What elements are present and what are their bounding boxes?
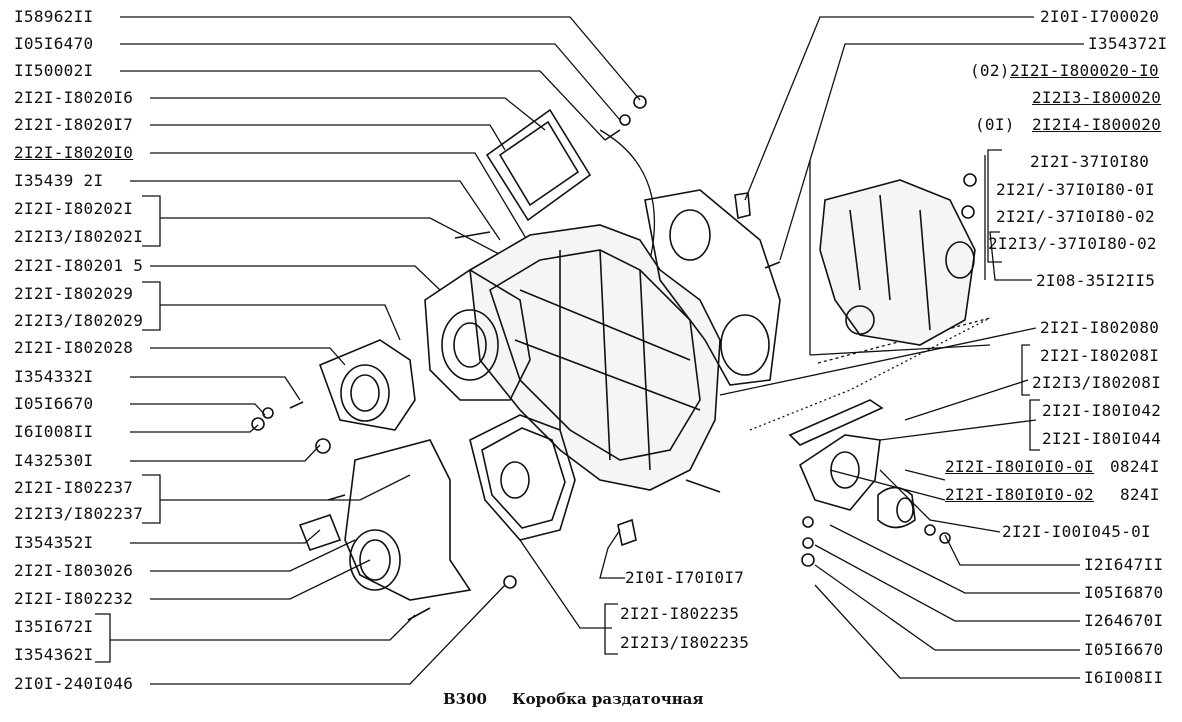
part-label: 2I2I3∕-37I0I80-02 (988, 234, 1157, 253)
part-label: I35439 2I (14, 171, 104, 190)
part-label: I05I6470 (14, 34, 94, 53)
part-label: I2I647II (1084, 555, 1164, 574)
part-label: 2I0I-I70I0I7 (625, 568, 745, 587)
part-label: 2I2I3-I800020 (1032, 88, 1162, 107)
figure-title: Коробка раздаточная (512, 690, 704, 708)
part-label: 2I2I∕-37I0I80-0I (996, 180, 1155, 199)
part-label: 2I2I3∕I802235 (620, 633, 750, 652)
part-label: 2I2I3∕I802237 (14, 504, 144, 523)
part-label: 2I0I-I700020 (1040, 7, 1160, 26)
part-label: 2I2I4-I800020 (1032, 115, 1162, 134)
part-label: 2I2I-I802029 (14, 284, 134, 303)
part-label: 2I2I3∕I802029 (14, 311, 144, 330)
part-label: 2I2I-I80I042 (1042, 401, 1162, 420)
part-label: I58962II (14, 7, 94, 26)
figure-code: B300 (443, 690, 487, 708)
part-label: I354332I (14, 367, 94, 386)
part-label: 2I2I-I80I0I0-02 (945, 485, 1094, 504)
part-label: 2I2I-I802232 (14, 589, 134, 608)
part-label: 2I2I-I80208I (1040, 346, 1160, 365)
part-label: 2I2I∕-37I0I80-02 (996, 207, 1155, 226)
part-label: 2I2I-37I0I80 (1030, 152, 1150, 171)
part-label: I6I008II (14, 422, 94, 441)
part-label: 2I2I-I00I045-0I (1002, 522, 1151, 541)
part-label: 2I2I-I802235 (620, 604, 740, 623)
part-label: 2I2I-I80202I (14, 199, 134, 218)
part-label: 2I2I-I80201 5 (14, 256, 144, 275)
part-label: 2I2I-I80I0I0-0I (945, 457, 1094, 476)
part-label: II50002I (14, 61, 94, 80)
part-label: 2I2I-I8020I0 (14, 143, 134, 162)
part-label: 2I0I-240I046 (14, 674, 134, 693)
part-label: I264670I (1084, 611, 1164, 630)
part-label-extra: 824I (1120, 485, 1160, 504)
part-label: I432530I (14, 451, 94, 470)
part-label: 2I2I-I802237 (14, 478, 134, 497)
part-label: 2I2I-I800020-I0 (1010, 61, 1159, 80)
part-label: 2I2I-I803026 (14, 561, 134, 580)
part-label: 2I2I3∕I80208I (1032, 373, 1162, 392)
part-label-prefix: (02) (970, 61, 1010, 80)
part-label: I354372I (1088, 34, 1168, 53)
part-label-prefix: (0I) (975, 115, 1015, 134)
part-label: I354362I (14, 645, 94, 664)
part-label: 2I08-35I2II5 (1036, 271, 1156, 290)
part-label: 2I2I-I8020I6 (14, 88, 134, 107)
part-label: 2I2I-I802080 (1040, 318, 1160, 337)
part-label: I6I008II (1084, 668, 1164, 687)
part-label: I05I6670 (14, 394, 94, 413)
part-label: I354352I (14, 533, 94, 552)
part-label: 2I2I-I80I044 (1042, 429, 1162, 448)
part-label: I05I6870 (1084, 583, 1164, 602)
part-label: I35I672I (14, 617, 94, 636)
part-label-extra: 0824I (1110, 457, 1160, 476)
part-label: 2I2I3∕I80202I (14, 227, 144, 246)
part-label: 2I2I-I8020I7 (14, 115, 134, 134)
part-label: I05I6670 (1084, 640, 1164, 659)
part-label: 2I2I-I802028 (14, 338, 134, 357)
